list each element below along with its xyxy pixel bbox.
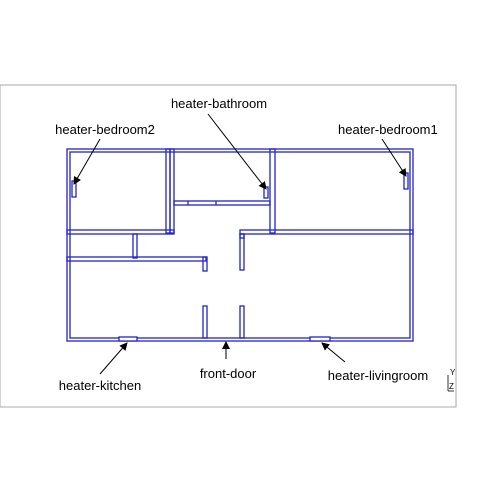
arrow-heater-bedroom1	[381, 138, 407, 177]
heater-livingroom-icon	[309, 336, 331, 342]
label-heater-bathroom: heater-bathroom	[171, 96, 267, 111]
wall-front-door-right	[239, 305, 245, 339]
label-heater-bedroom1: heater-bedroom1	[338, 122, 438, 137]
label-heater-bedroom2: heater-bedroom2	[55, 122, 155, 137]
wall-livingroom-left	[239, 233, 245, 271]
leader-arrows	[73, 113, 407, 375]
wall-closet	[132, 233, 138, 259]
arrow-heater-kitchen	[99, 342, 128, 375]
arrow-heater-livingroom	[321, 342, 346, 363]
outer-wall	[66, 148, 414, 342]
label-heater-kitchen: heater-kitchen	[59, 378, 141, 393]
arrow-heater-bedroom2	[73, 138, 101, 185]
heater-kitchen-icon	[118, 336, 138, 342]
axis-y-label: Y	[450, 368, 456, 377]
label-heater-livingroom: heater-livingroom	[328, 368, 428, 383]
wall-bathroom-bottom	[173, 200, 271, 206]
wall-front-door-left	[202, 305, 208, 339]
wall-bedroom2-bottom	[66, 229, 175, 235]
walls	[66, 148, 414, 342]
plot-panel	[0, 84, 457, 408]
arrow-heater-bathroom	[207, 113, 267, 190]
label-front-door: front-door	[200, 366, 257, 381]
wall-bathroom-bedroom1	[269, 148, 276, 234]
axis-indicator: Y Z	[447, 368, 456, 392]
wall-bedroom1-bottom	[239, 229, 414, 235]
axis-z-label: Z	[449, 382, 454, 391]
wall-kitchen-top	[66, 256, 207, 262]
